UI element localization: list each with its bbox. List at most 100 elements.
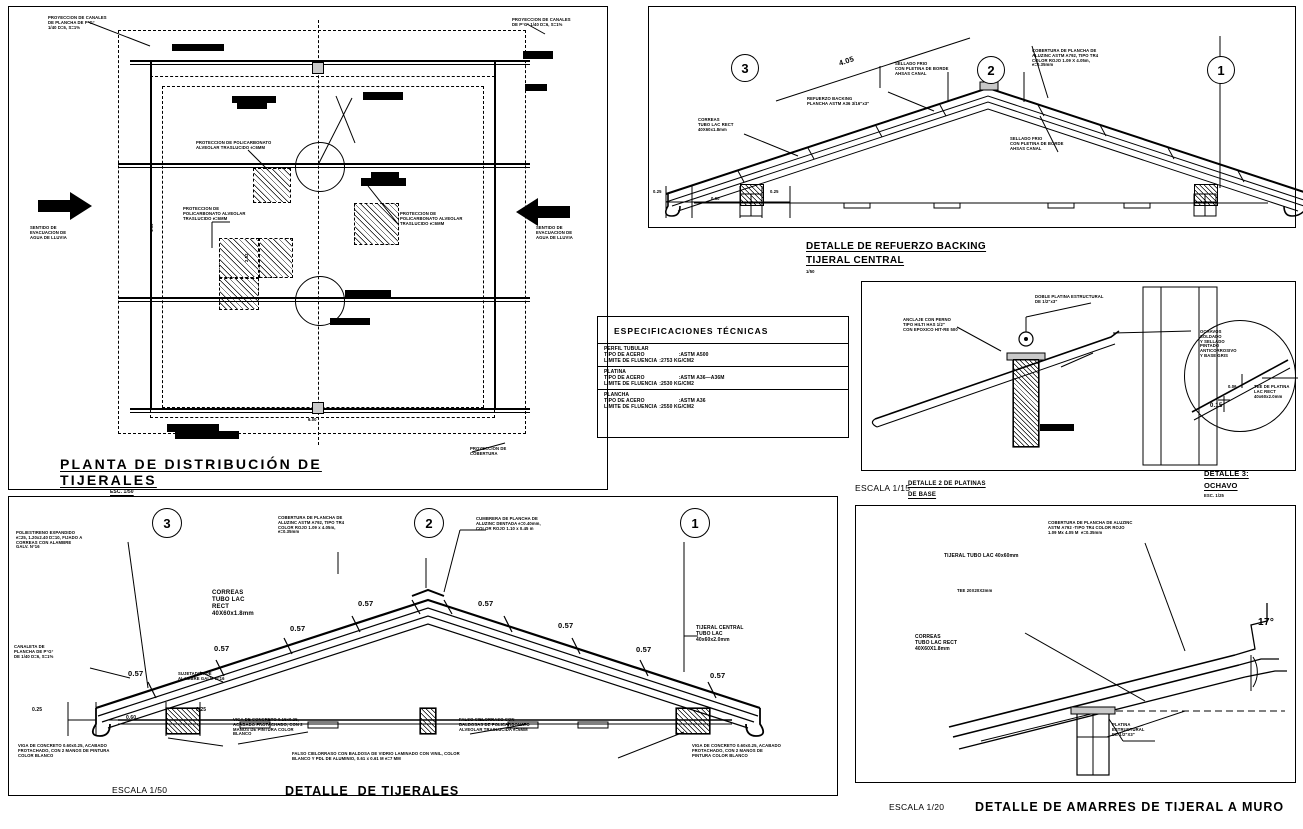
- backing-note-sellado-left: SELLADO FRIO CON PLETINA DE BORDE AHSAS …: [895, 61, 949, 76]
- tijerales-note-correas: CORREAS TUBO LAC RECT 40X60x1.8mm: [212, 590, 254, 617]
- tijerales-dim-c: 0.57: [290, 624, 306, 633]
- backing-grid-mark-1: 1: [1207, 56, 1235, 84]
- plan-hatch-upper-left: [253, 168, 291, 203]
- plan-note-prot-pol-left: PROTECCION DE POLICARBONATO ALVEOLAR TRA…: [183, 206, 246, 221]
- ochavo-geometry-svg: [1191, 359, 1298, 421]
- spec-row-2-name: PLANCHA: [604, 392, 630, 398]
- amarres-scale-label: ESCALA 1/20: [889, 802, 945, 812]
- plan-node-top: [312, 62, 324, 74]
- plan-label-block-12: [525, 84, 547, 91]
- spec-row-0-l1-value: :ASTM A500: [678, 352, 709, 358]
- amarres-note-platina: PLATINA ESTRUCTURAL DE 1/2"X3": [1112, 722, 1145, 737]
- tijerales-scale-label: ESCALA 1/50: [112, 785, 168, 795]
- tijerales-note-tijeral-central: TIJERAL CENTRAL TUBO LAC 40x60x2.0mm: [696, 625, 744, 643]
- tijerales-title: DETALLE DE TIJERALES: [285, 784, 460, 798]
- backing-grid-mark-3: 3: [731, 54, 759, 82]
- tijerales-dim-f: 0.57: [558, 621, 574, 630]
- amarres-note-correas: CORREAS TUBO LAC RECT 40X60X1.8mm: [915, 634, 958, 652]
- plan-dim-horizontal: 6.00: [308, 417, 317, 422]
- backing-footing-left: [740, 184, 764, 206]
- spec-row-1-name: PLATINA: [604, 369, 626, 375]
- backing-dim-left: 0.25: [653, 189, 662, 194]
- tijerales-footing-center: [420, 708, 436, 734]
- plan-arrows-svg: [38, 21, 570, 453]
- backing-title-line1: DETALLE DE REFUERZO BACKING: [806, 241, 987, 252]
- plan-arrow-right-label: SENTIDO DE EVACUACION DE AGUA DE LLUVIA: [536, 225, 573, 240]
- spec-row-1-l2-value: :2530 KG/CM2: [659, 381, 695, 387]
- spec-row-1-l1-label: TIPO DE ACERO: [604, 375, 645, 381]
- tijerales-note-falso2: FALSO CIELORRASO CON BALDOSA DE VIDRIO L…: [292, 751, 460, 761]
- panel-detail-amarres: [855, 505, 1296, 783]
- plan-hatch-lower-mid: [259, 238, 293, 278]
- tijerales-grid-mark-3: 3: [152, 508, 182, 538]
- plan-beam-left: [150, 62, 152, 410]
- backing-footing-right: [1194, 184, 1218, 206]
- plan-label-block-6: [371, 172, 399, 178]
- spec-row-2-l1-label: TIPO DE ACERO: [604, 398, 645, 404]
- plan-hatch-lower-left-a: [219, 238, 259, 278]
- plan-label-block-3: [232, 96, 276, 103]
- ochavo-detail-circle: [1184, 320, 1296, 432]
- plan-node-bottom: [312, 402, 324, 414]
- tijerales-dim-g: 0.57: [636, 645, 652, 654]
- plan-hatch-upper-right: [354, 203, 399, 245]
- plan-title-scale: ESC. 1/50: [110, 489, 134, 495]
- plan-label-block-1: [172, 44, 224, 51]
- tijerales-footing-left: [166, 708, 200, 734]
- amarres-angle-label: 17°: [1258, 617, 1275, 628]
- backing-note-sellado-right: SELLADO FRIO CON PLETINA DE BORDE AHSAS …: [1010, 136, 1064, 151]
- tijerales-note-cumbrera: CUMBRERA DE PLANCHA DE ALUZINC DENTADA e…: [476, 516, 541, 531]
- tijerales-dim-h: 0.57: [710, 671, 726, 680]
- spec-row-0-name: PERFIL TUBULAR: [604, 346, 649, 352]
- tijerales-grid-mark-1: 1: [680, 508, 710, 538]
- spec-row-2-l2-label: LIMITE DE FLUENCIA: [604, 404, 658, 410]
- panel-detail-tijerales: [8, 496, 838, 796]
- platinas-concrete-hatch: [1013, 359, 1039, 447]
- tijerales-dim-b: 0.57: [214, 644, 230, 653]
- amarres-title: DETALLE DE AMARRES DE TIJERAL A MURO: [975, 800, 1285, 814]
- platinas-note-doble-platina: DOBLE PLATINA ESTRUCTURAL DE 1/2"x3": [1035, 294, 1104, 304]
- plan-detail-circle-lower: [295, 276, 345, 326]
- ochavo-note: TEE DE PLATINA LAC RECT 40x60x2.0mm: [1254, 384, 1290, 399]
- plan-beam-top: [130, 60, 530, 62]
- plan-beam-bottom: [130, 408, 530, 410]
- plan-label-block-8: [345, 290, 391, 298]
- spec-row-1-l1-value: :ASTM A36—A36M: [678, 375, 725, 381]
- tijerales-dim-a: 0.57: [128, 669, 144, 678]
- tijerales-note-canaleta: CANALETA DE PLANCHA DE P°G° DE 1/40 D=6,…: [14, 644, 54, 659]
- backing-note-refuerzo: REFUERZO BACKING PLANCHA ASTM A36 3/16"x…: [807, 96, 870, 106]
- spec-row-1-l2-label: LIMITE DE FLUENCIA: [604, 381, 658, 387]
- plan-label-block-4: [237, 103, 267, 109]
- plan-label-block-5: [363, 92, 403, 100]
- platinas-geometry-svg: [871, 286, 1218, 466]
- tijerales-note-poliestireno: POLIESTIRENO EXPANDIDO e=25, 1.20x2.40 D…: [16, 530, 83, 550]
- panel-plan-view: [8, 6, 608, 490]
- spec-table-panel: ESPECIFICACIONES TÉCNICAS PERFIL TUBULAR…: [597, 316, 849, 438]
- spec-row-0-l2-label: LIMITE DE FLUENCIA: [604, 358, 658, 364]
- plan-center-axis: [318, 20, 319, 445]
- amarres-note-tee: TEE 20X20X2mm: [957, 588, 993, 593]
- tijerales-note-viga-centro: VIGA DE CONCRETO 0.15x0.25, ACABADO FROT…: [233, 717, 303, 737]
- tijerales-note-viga-izq: VIGA DE CONCRETO 0.60x0.25, ACABADO FROT…: [18, 743, 110, 758]
- plan-label-block-10: [167, 424, 219, 432]
- tijerales-footing-right: [676, 708, 710, 734]
- plan-note-prot-pol-top: PROTECCION DE POLICARBONATO ALVEOLAR TRA…: [196, 140, 272, 150]
- ochavo-title-line1: DETALLE 3:: [1204, 469, 1249, 478]
- plan-note-prot-pol-right: PROTECCION DE POLICARBONATO ALVEOLAR TRA…: [400, 211, 463, 226]
- backing-title-line2: TIJERAL CENTRAL: [806, 255, 905, 266]
- spec-table-header: ESPECIFICACIONES TÉCNICAS: [614, 326, 769, 336]
- spec-row-2-l1-value: :ASTM A36: [678, 398, 706, 404]
- plan-detail-circle-upper: [295, 142, 345, 192]
- tijerales-dim-base-right: 0.25: [196, 707, 207, 713]
- tijerales-note-falso1: FALSO CIELORRASO CON BALDOSAS DE POLICAR…: [459, 717, 530, 732]
- tijerales-dim-left-edge: 0.25: [32, 707, 43, 713]
- plan-hatch-lower-left-b: [219, 278, 259, 310]
- platinas-note-anclaje: ANCLAJE CON PERNO TIPO HILTI HAS 1/2" CO…: [903, 317, 958, 332]
- ochavo-dim-2: 0.15: [1210, 403, 1223, 409]
- tijerales-note-viga-der: VIGA DE CONCRETO 0.60x0.25, ACABADO FROT…: [692, 743, 781, 758]
- ochavo-dim-1: 0.06: [1228, 384, 1237, 389]
- plan-title-line1: PLANTA DE DISTRIBUCIÓN DE: [60, 456, 322, 472]
- spec-row-2-l2-value: :2550 KG/CM2: [659, 404, 695, 410]
- panel-detail-backing: [648, 6, 1296, 228]
